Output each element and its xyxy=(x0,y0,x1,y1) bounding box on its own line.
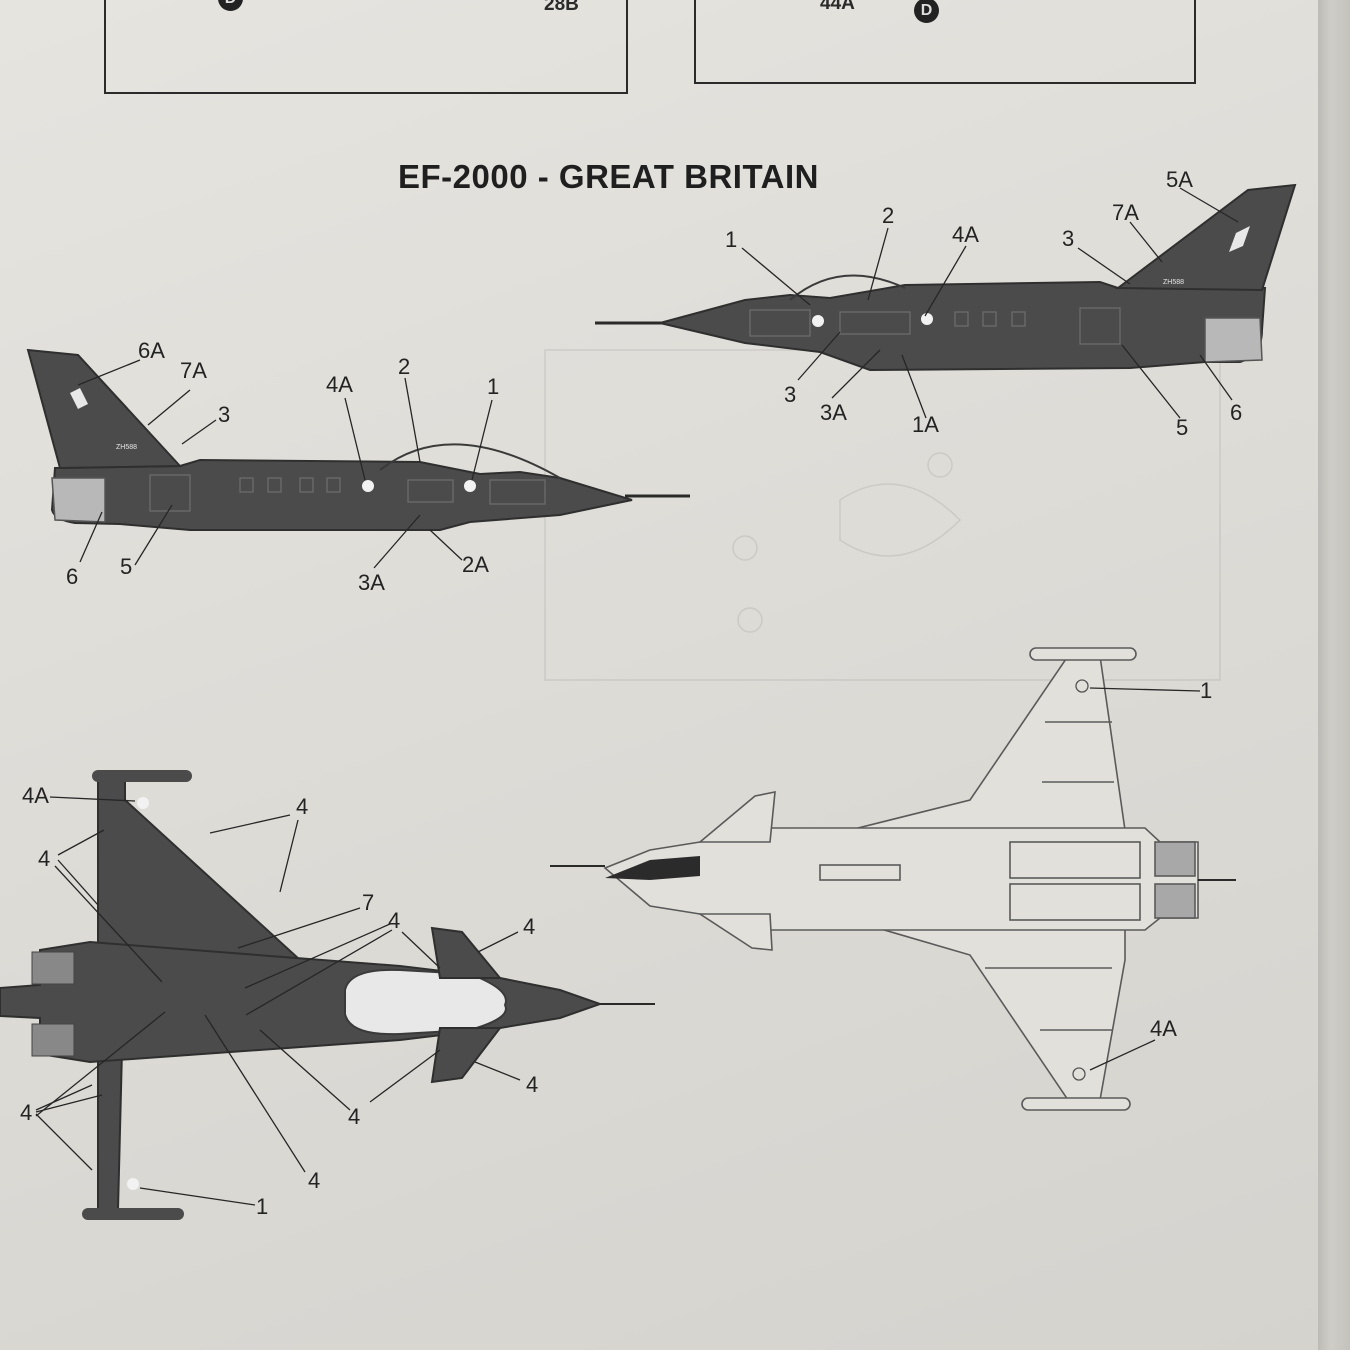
callout-7: 7 xyxy=(362,890,374,915)
engine-nozzle xyxy=(51,477,106,523)
engine-nozzle xyxy=(31,951,75,985)
roundel xyxy=(1075,679,1089,693)
engine-nozzle xyxy=(1154,841,1196,877)
engine-nozzle xyxy=(1204,317,1263,363)
page-title: EF-2000 - GREAT BRITAIN xyxy=(398,158,819,195)
wingtip-pod xyxy=(92,770,192,782)
canopy xyxy=(379,443,561,479)
callout-4: 4 xyxy=(348,1104,360,1129)
ventral-panel xyxy=(819,864,901,881)
callout-2: 2 xyxy=(882,203,894,228)
callout-4: 4 xyxy=(526,1072,538,1097)
callout-2: 2 xyxy=(398,354,410,379)
callout-4a: 4A xyxy=(326,372,353,397)
leader-lines xyxy=(35,796,521,1206)
callout-5a: 5A xyxy=(1166,167,1193,192)
leader-lines xyxy=(77,359,493,569)
fin-flash xyxy=(70,388,88,409)
serial-number: ZH588 xyxy=(116,444,137,451)
callout-4a: 4A xyxy=(22,783,49,808)
intake-bay xyxy=(1009,841,1141,879)
previous-step-box-right: 44A D xyxy=(694,0,1196,84)
callout-5: 5 xyxy=(120,554,132,579)
callout-3: 3 xyxy=(784,382,796,407)
canopy xyxy=(789,274,906,301)
canard xyxy=(697,913,773,951)
tail-fin xyxy=(26,348,183,470)
side-view-left: ZH588 6A 7A 3 4A 2 1 6 5 3A 2A xyxy=(26,338,690,595)
engine-nozzle xyxy=(31,1023,75,1057)
roundel xyxy=(921,313,933,325)
roundel xyxy=(137,797,149,809)
engine-nozzle xyxy=(1154,883,1196,919)
fuselage xyxy=(0,940,604,1064)
callout-2a: 2A xyxy=(462,552,489,577)
intake-bay xyxy=(1009,883,1141,921)
wingtip-pod xyxy=(1021,1097,1131,1111)
leader-lines xyxy=(1089,687,1201,1071)
part-label: 44A xyxy=(820,0,855,14)
callout-3a: 3A xyxy=(820,400,847,425)
callout-3: 3 xyxy=(218,402,230,427)
canard xyxy=(430,926,503,979)
callout-4a: 4A xyxy=(952,222,979,247)
callout-1: 1 xyxy=(487,374,499,399)
callout-6a: 6A xyxy=(138,338,165,363)
callout-4: 4 xyxy=(388,908,400,933)
callout-6: 6 xyxy=(1230,400,1242,425)
tail-fin xyxy=(1115,183,1297,292)
wingtip-pod xyxy=(82,1208,184,1220)
callout-3a: 3A xyxy=(358,570,385,595)
side-view-right: ZH588 1 2 4A 5A 7A 3 3 3A 1A 5 6 xyxy=(595,167,1297,440)
callout-1: 1 xyxy=(725,227,737,252)
roundel xyxy=(1072,1067,1086,1081)
aircraft-drawings: ZH588 1 2 4A 5A 7A 3 3 3A 1A 5 6 xyxy=(0,167,1297,1220)
callout-5: 5 xyxy=(1176,415,1188,440)
fin-flash xyxy=(1229,226,1250,252)
roundel xyxy=(127,1178,139,1190)
step-marker-d: D xyxy=(914,0,939,23)
callout-1a: 1A xyxy=(912,412,939,437)
callout-1: 1 xyxy=(256,1194,268,1219)
page-edge xyxy=(1318,0,1350,1350)
roundel xyxy=(464,480,476,492)
canard xyxy=(430,1027,503,1084)
callout-1: 1 xyxy=(1200,678,1212,703)
callout-4: 4 xyxy=(20,1100,32,1125)
previous-step-box-left: D 28B xyxy=(104,0,628,94)
callout-3: 3 xyxy=(1062,226,1074,251)
callout-4: 4 xyxy=(523,914,535,939)
wingtip-pod xyxy=(1029,647,1137,661)
callout-7a: 7A xyxy=(1112,200,1139,225)
roundel xyxy=(812,315,824,327)
top-view: 4A 4 4 7 4 4 4 4 4 4 4 1 xyxy=(0,770,655,1220)
serial-number: ZH588 xyxy=(1163,279,1184,286)
callout-7a: 7A xyxy=(180,358,207,383)
see-through-ghost-print xyxy=(544,349,1221,681)
canard xyxy=(697,791,776,843)
callout-4: 4 xyxy=(38,846,50,871)
callout-4: 4 xyxy=(296,794,308,819)
callout-4a: 4A xyxy=(1150,1016,1177,1041)
radome xyxy=(605,856,700,880)
callout-6: 6 xyxy=(66,564,78,589)
callout-4: 4 xyxy=(308,1168,320,1193)
bottom-view: 1 4A xyxy=(550,647,1236,1111)
part-label: 28B xyxy=(544,0,579,15)
roundel xyxy=(362,480,374,492)
canopy xyxy=(344,968,507,1036)
step-marker-d: D xyxy=(218,0,243,11)
leader-lines xyxy=(741,187,1239,419)
